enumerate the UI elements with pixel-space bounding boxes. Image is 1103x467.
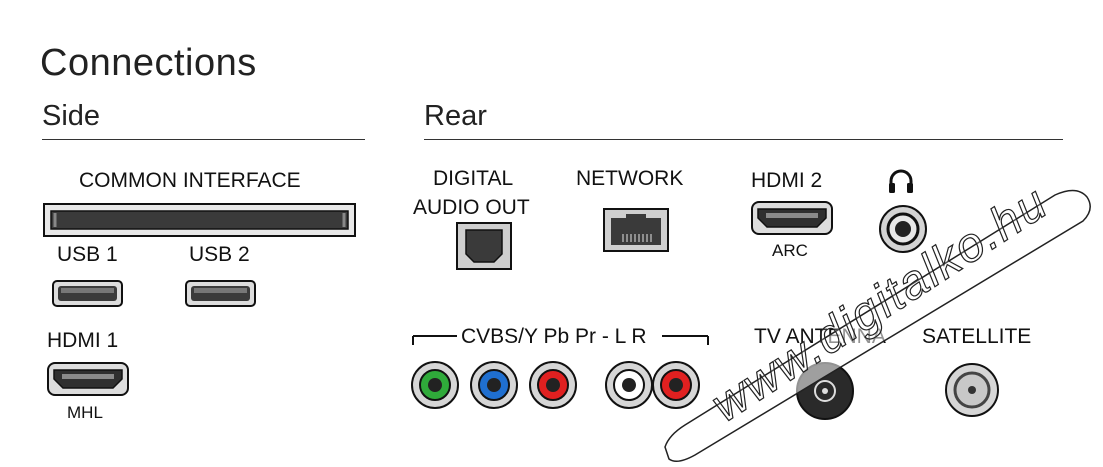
usb1-port-icon: [52, 280, 123, 307]
rca-green-icon: [411, 361, 459, 409]
hdmi2-label: HDMI 2: [751, 169, 823, 192]
optical-audio-port-icon: [456, 222, 512, 270]
svg-text:www.digitalko.hu: www.digitalko.hu: [702, 176, 1058, 433]
page-title: Connections: [40, 42, 257, 84]
section-rear-heading: Rear: [424, 100, 487, 132]
usb2-port-icon: [185, 280, 256, 307]
rca-jacks: [411, 361, 700, 409]
usb2-label: USB 2: [189, 243, 250, 266]
hdmi1-label: HDMI 1: [47, 329, 119, 352]
satellite-port-icon: [945, 363, 999, 417]
hdmi2-arc-label: ARC: [772, 241, 808, 260]
digital-audio-label-line2: AUDIO OUT: [413, 196, 530, 219]
watermark-logo: www.digitalko.hu: [664, 175, 1091, 462]
satellite-label: SATELLITE: [922, 325, 1032, 348]
rca-blue-icon: [470, 361, 518, 409]
rca-white-icon: [605, 361, 653, 409]
hdmi1-mhl-label: MHL: [67, 403, 103, 422]
section-side-heading: Side: [42, 100, 101, 132]
headphone-icon: [889, 169, 913, 193]
headphone-jack-icon: [879, 205, 927, 253]
network-label: NETWORK: [576, 167, 684, 190]
common-interface-label: COMMON INTERFACE: [79, 169, 301, 192]
hdmi2-port-icon: [751, 201, 833, 235]
rca-red-icon: [529, 361, 577, 409]
rear-divider: [424, 139, 1063, 140]
rca-right-red-icon: [652, 361, 700, 409]
usb1-label: USB 1: [57, 243, 118, 266]
cvbs-bracket: [412, 335, 709, 345]
network-port-icon: [603, 208, 669, 252]
common-interface-slot-icon: [43, 203, 356, 237]
digital-audio-label-line1: DIGITAL: [433, 167, 514, 190]
cvbs-label: CVBS/Y Pb Pr - L R: [461, 325, 647, 348]
side-divider: [42, 139, 365, 140]
hdmi1-port-icon: [47, 362, 129, 396]
